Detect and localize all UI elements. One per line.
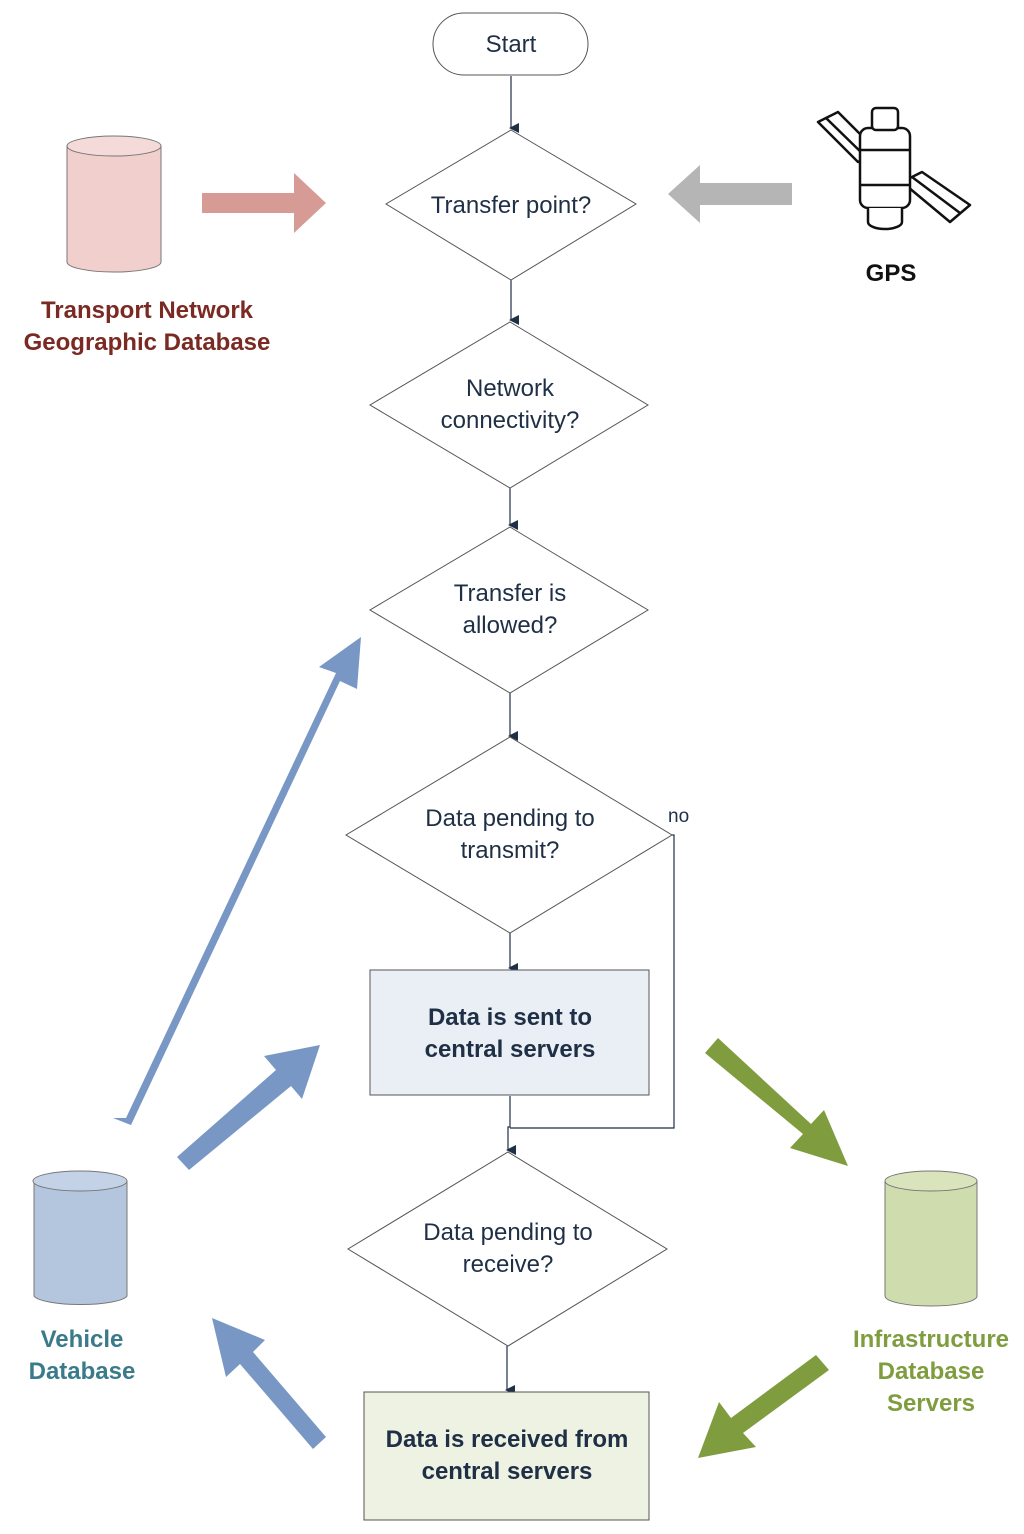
process-data-sent: Data is sent to central servers [369,969,650,1096]
infra-to-received-arrow [698,1355,829,1458]
data-received-line2: central servers [422,1458,593,1485]
sent-to-infra-arrow [705,1038,848,1166]
pending-transmit-line1: Data pending to [425,805,594,832]
decision-network-connectivity: Network connectivity? [369,321,649,489]
data-received-line1: Data is received from [386,1426,629,1453]
pending-receive-line2: receive? [463,1251,554,1278]
gps-label: GPS [866,260,917,287]
vehicle-to-sent-arrow [177,1045,320,1170]
vehicle-to-allowed-arrow [113,637,361,1125]
decision-data-pending-receive: Data pending to receive? [347,1151,668,1347]
decision-transfer-allowed: Transfer is allowed? [369,526,649,694]
data-sent-line1: Data is sent to [428,1004,592,1031]
gps-arrow [668,165,792,223]
pending-receive-line1: Data pending to [423,1219,592,1246]
network-connectivity-line2: connectivity? [441,407,580,434]
start-label: Start [486,31,537,58]
edge-no-branch [510,834,675,1129]
transport-db-label-line1: Transport Network [41,297,254,324]
infra-db-label-line3: Servers [887,1390,975,1417]
decision-transfer-point: Transfer point? [385,129,637,281]
start-node: Start [432,12,589,76]
satellite-icon [816,106,972,231]
transfer-allowed-line2: allowed? [463,612,558,639]
vehicle-database-icon [32,1170,128,1306]
data-sent-line2: central servers [425,1036,596,1063]
vehicle-db-label-line2: Database [29,1358,136,1385]
edge-sent-receive [506,1096,516,1155]
network-connectivity-line1: Network [466,375,555,402]
pending-transmit-line2: transmit? [461,837,560,864]
decision-data-pending-transmit: Data pending to transmit? [345,736,673,934]
transfer-point-label: Transfer point? [431,192,592,219]
process-data-received: Data is received from central servers [363,1391,650,1521]
received-to-vehicle-arrow [212,1318,326,1449]
infra-db-label-line2: Database [878,1358,985,1385]
transfer-allowed-line1: Transfer is [454,580,566,607]
vehicle-db-label-line1: Vehicle [41,1326,124,1353]
transport-db-label-line2: Geographic Database [24,329,271,356]
transport-database-icon [66,135,162,273]
connectors [505,76,675,1395]
transport-arrow [202,173,326,233]
no-label: no [668,806,689,827]
infrastructure-database-icon [884,1170,978,1307]
infra-db-label-line1: Infrastructure [853,1326,1009,1353]
